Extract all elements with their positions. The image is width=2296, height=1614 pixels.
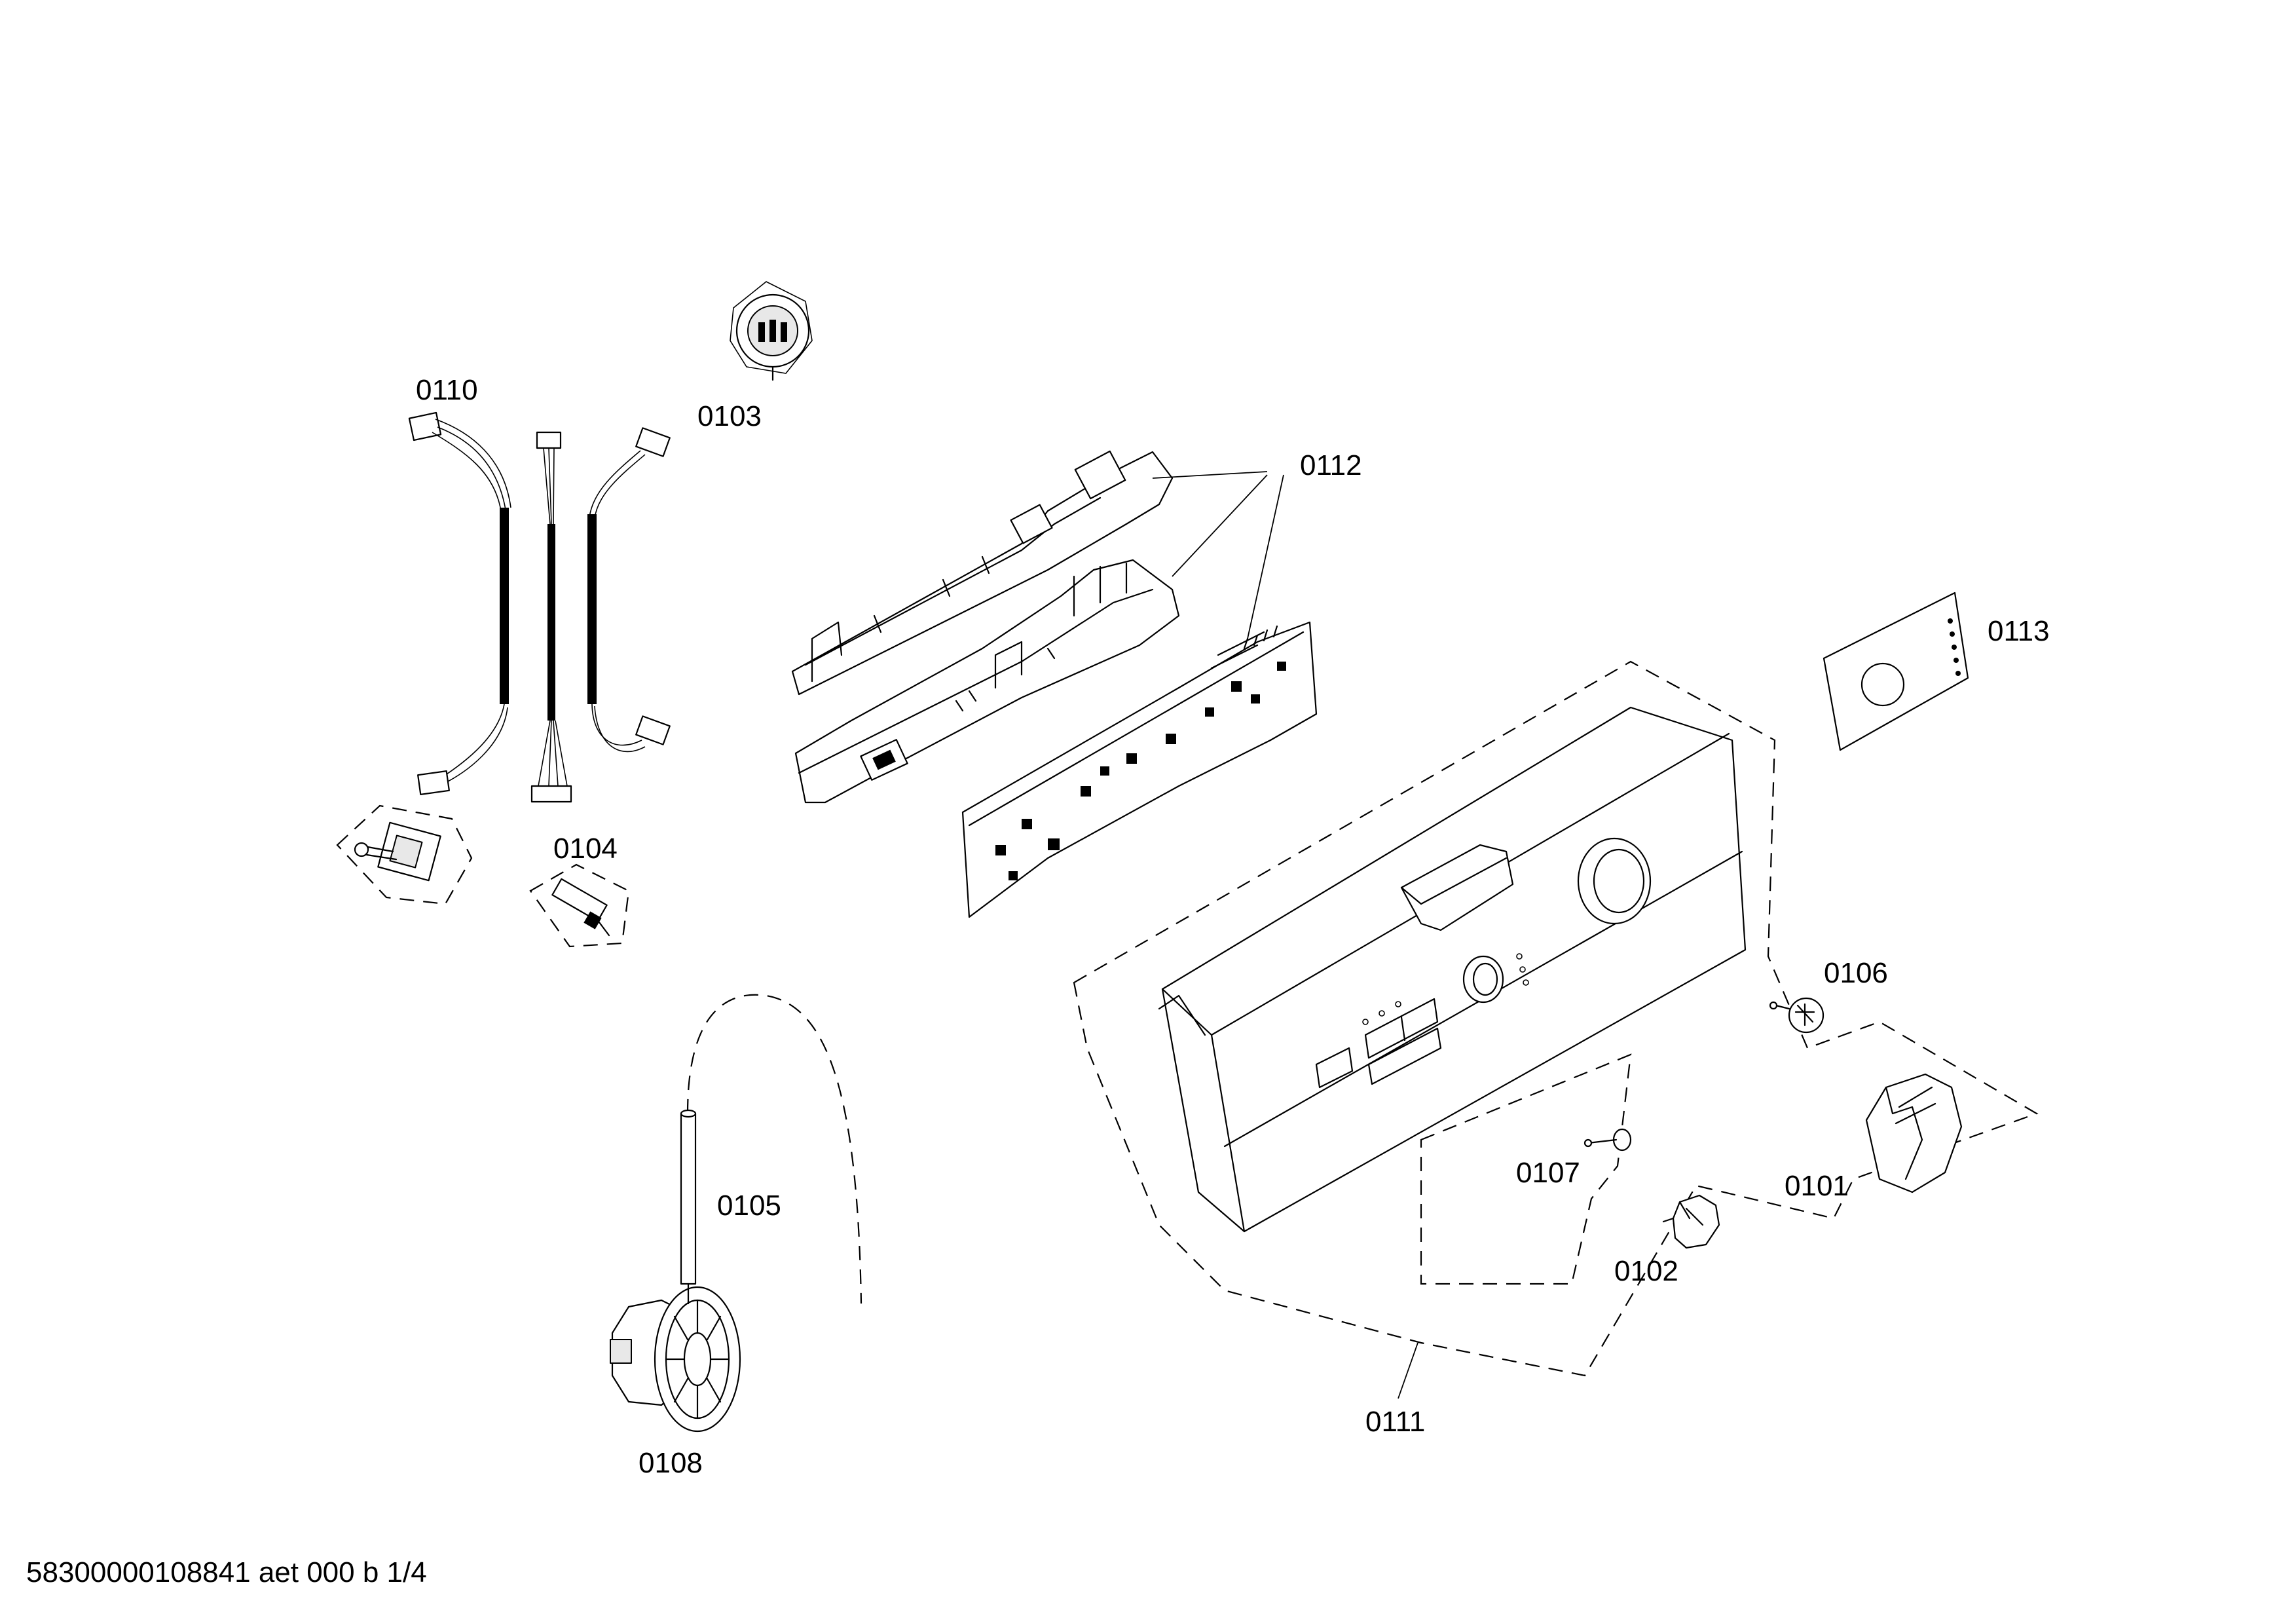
label-0110: 0110: [416, 374, 478, 406]
label-0101: 0101: [1785, 1170, 1849, 1202]
document-reference: 58300000108841 aet 000 b 1/4: [26, 1556, 427, 1588]
label-0113: 0113: [1988, 615, 2050, 647]
part-0102-small-knob[interactable]: [1662, 1194, 1720, 1249]
part-0107-pushbutton[interactable]: [1583, 1128, 1632, 1152]
label-0108: 0108: [639, 1447, 703, 1479]
label-0106: 0106: [1824, 957, 1888, 989]
part-0111-fascia-panel[interactable]: [1073, 660, 2039, 1377]
part-0101-program-knob[interactable]: [1865, 1073, 1963, 1193]
part-0110-wiring-harness[interactable]: [336, 411, 671, 905]
part-0112-control-module[interactable]: [791, 450, 1318, 918]
part-0113-label-foil[interactable]: [1823, 591, 1969, 751]
label-0104: 0104: [553, 833, 618, 865]
label-0105: 0105: [717, 1190, 781, 1222]
part-0104-sensor[interactable]: [529, 863, 630, 948]
part-0106-indicator[interactable]: [1769, 997, 1824, 1034]
label-0111: 0111: [1365, 1406, 1425, 1438]
label-0107: 0107: [1516, 1157, 1580, 1189]
label-0112: 0112: [1300, 449, 1362, 481]
part-0103-pressure-switch[interactable]: [730, 281, 813, 381]
label-0102: 0102: [1614, 1255, 1678, 1287]
part-0108-pump[interactable]: [610, 1283, 741, 1433]
label-0103: 0103: [697, 400, 762, 432]
part-0105-hose[interactable]: [680, 994, 862, 1304]
